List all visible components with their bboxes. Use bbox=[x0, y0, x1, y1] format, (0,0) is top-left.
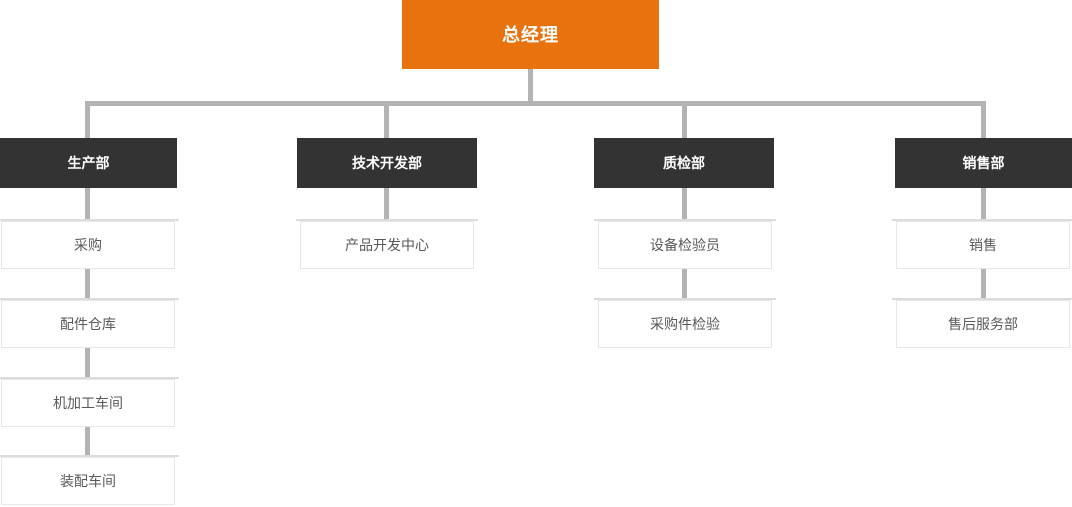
node-dept-production[interactable]: 生产部 bbox=[0, 138, 177, 188]
node-label: 总经理 bbox=[502, 24, 559, 45]
connector-stub-quality bbox=[682, 101, 687, 138]
node-product-dev-center[interactable]: 产品开发中心 bbox=[296, 219, 478, 269]
connector-stub-tech-development bbox=[384, 101, 389, 138]
connector-quality-to-equipment-inspector bbox=[682, 188, 687, 221]
node-label: 销售 bbox=[969, 237, 997, 253]
node-label: 销售部 bbox=[962, 155, 1005, 171]
connector-sales-dept-to-sales bbox=[981, 188, 986, 221]
node-label: 质检部 bbox=[663, 155, 705, 171]
node-label: 机加工车间 bbox=[53, 395, 123, 411]
connector-warehouse-to-machining bbox=[85, 348, 90, 379]
connector-production-to-purchasing bbox=[85, 188, 90, 221]
node-label: 设备检验员 bbox=[650, 237, 720, 253]
node-label: 生产部 bbox=[67, 155, 110, 171]
node-purchased-parts-inspection[interactable]: 采购件检验 bbox=[594, 298, 776, 348]
connector-machining-to-assembly bbox=[85, 427, 90, 457]
connector-equipment-to-purchased-parts bbox=[682, 269, 687, 300]
node-dept-tech-development[interactable]: 技术开发部 bbox=[297, 138, 477, 188]
node-dept-quality[interactable]: 质检部 bbox=[594, 138, 774, 188]
node-general-manager[interactable]: 总经理 bbox=[402, 0, 659, 69]
node-label: 产品开发中心 bbox=[345, 237, 429, 253]
node-label: 装配车间 bbox=[60, 473, 116, 489]
connector-root-stub bbox=[528, 69, 533, 102]
node-label: 采购件检验 bbox=[650, 316, 720, 332]
node-sales[interactable]: 销售 bbox=[892, 219, 1072, 269]
node-label: 售后服务部 bbox=[948, 316, 1018, 332]
node-label: 技术开发部 bbox=[352, 155, 422, 171]
connector-tech-to-product-dev bbox=[384, 188, 389, 221]
connector-stub-sales bbox=[981, 101, 986, 138]
node-parts-warehouse[interactable]: 配件仓库 bbox=[0, 298, 179, 348]
node-assembly-workshop[interactable]: 装配车间 bbox=[0, 455, 179, 505]
connector-main-horizontal bbox=[85, 101, 986, 106]
connector-sales-to-after-sales bbox=[981, 269, 986, 300]
node-equipment-inspector[interactable]: 设备检验员 bbox=[594, 219, 776, 269]
connector-purchasing-to-warehouse bbox=[85, 269, 90, 300]
node-label: 采购 bbox=[74, 237, 102, 253]
node-machining-workshop[interactable]: 机加工车间 bbox=[0, 377, 179, 427]
connector-stub-production bbox=[85, 101, 90, 138]
node-purchasing[interactable]: 采购 bbox=[0, 219, 179, 269]
node-dept-sales[interactable]: 销售部 bbox=[895, 138, 1072, 188]
node-after-sales-service[interactable]: 售后服务部 bbox=[892, 298, 1072, 348]
node-label: 配件仓库 bbox=[60, 316, 116, 332]
